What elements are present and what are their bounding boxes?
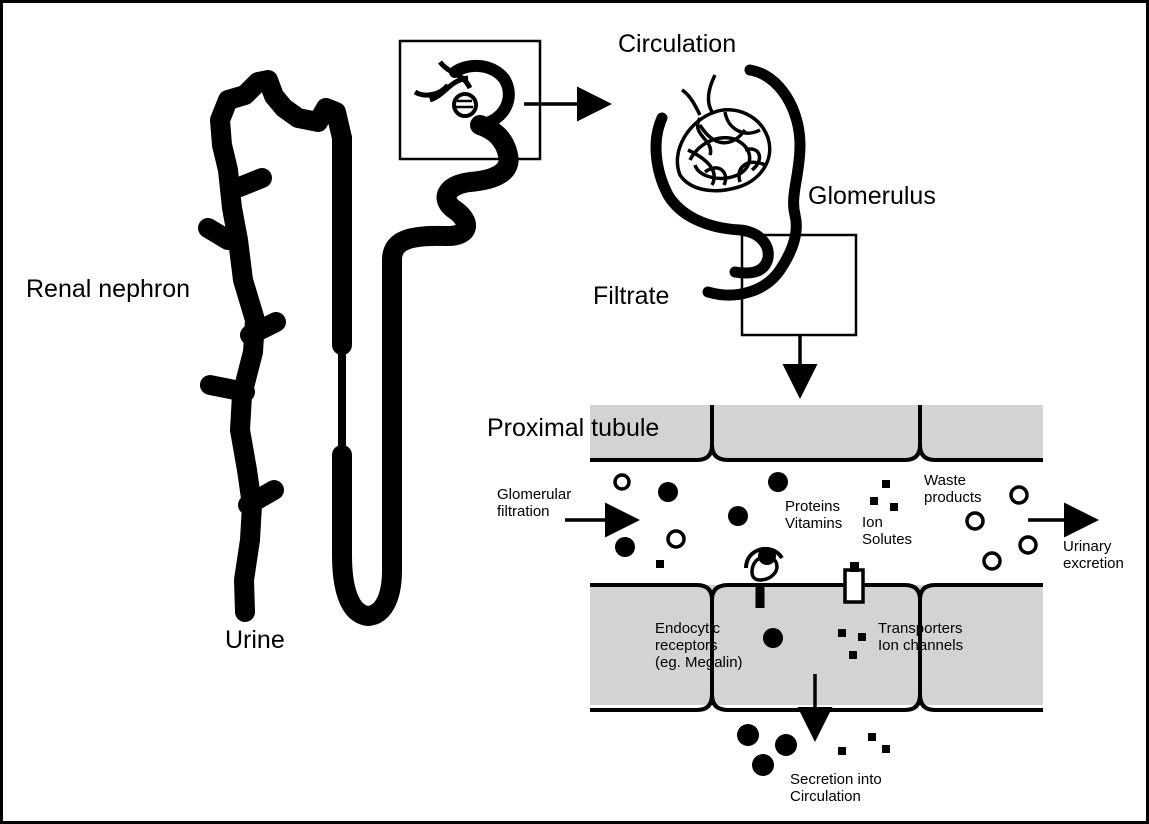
label-secretion: Secretion into [790, 771, 882, 788]
label-filtrate: Filtrate [593, 282, 669, 310]
label-glomerulus: Glomerulus [808, 182, 936, 210]
label-urine: Urine [225, 626, 285, 654]
glomerulus-shape [656, 70, 800, 295]
label-ion-channels: Ion channels [878, 637, 963, 654]
label-ion: Ion [862, 514, 883, 531]
label-glomerular-filtration-2: filtration [497, 503, 550, 520]
label-urinary: Urinary [1063, 538, 1112, 555]
label-renal-nephron: Renal nephron [26, 275, 190, 303]
proximal-tubule-detail [565, 405, 1092, 776]
label-excretion: excretion [1063, 555, 1124, 572]
label-receptors: receptors [655, 637, 718, 654]
label-solutes: Solutes [862, 531, 912, 548]
renal-nephron-shape [208, 62, 509, 616]
label-vitamins: Vitamins [785, 515, 842, 532]
label-glomerular-filtration-1: Glomerular [497, 486, 571, 503]
label-circulation: Circulation [618, 30, 736, 58]
label-products: products [924, 489, 982, 506]
label-proximal-tubule: Proximal tubule [487, 414, 659, 442]
label-secretion-circulation: Circulation [790, 788, 861, 805]
label-proteins: Proteins [785, 498, 840, 515]
label-waste: Waste [924, 472, 966, 489]
label-transporters: Transporters [878, 620, 962, 637]
label-endocytic: Endocytic [655, 620, 721, 637]
label-megalin: (eg. Megalin) [655, 654, 743, 671]
